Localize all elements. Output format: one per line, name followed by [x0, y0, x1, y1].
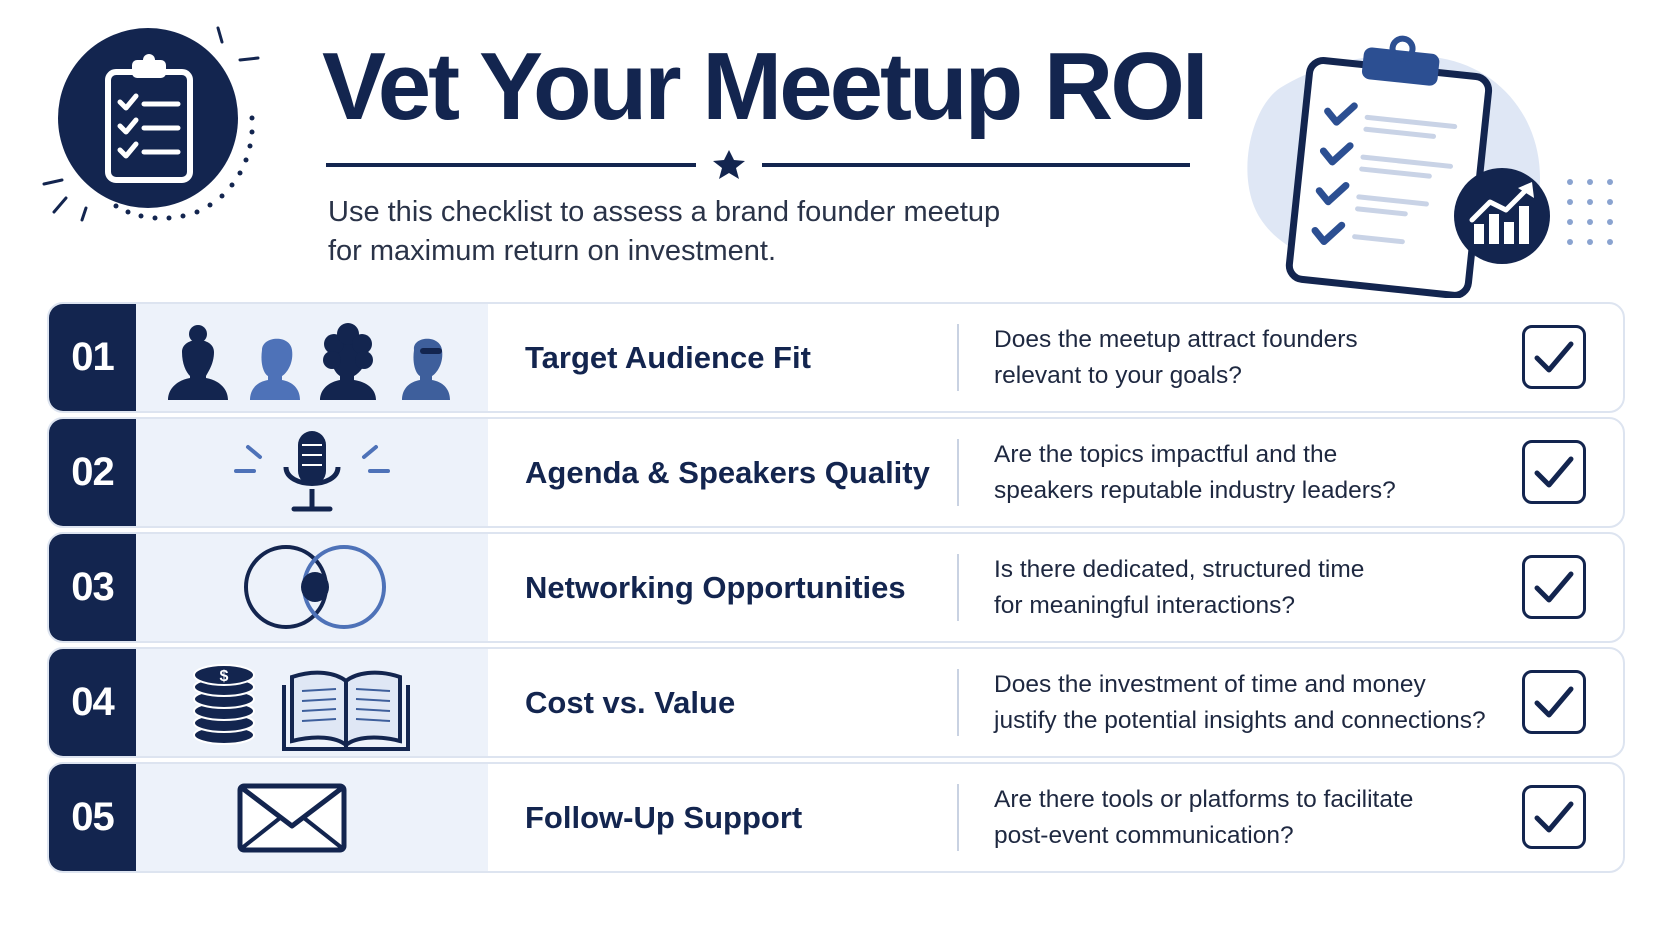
criterion-label: Networking Opportunities: [525, 569, 906, 605]
clipboard-logo-icon: [40, 20, 280, 250]
checklist-row: 04 $: [47, 647, 1625, 758]
checkmark-icon: [1534, 801, 1574, 833]
row-divider: [957, 324, 959, 391]
envelope-icon: [136, 764, 488, 871]
svg-text:$: $: [220, 668, 229, 685]
row-divider: [957, 554, 959, 621]
checkbox-checked[interactable]: [1522, 555, 1586, 619]
checklist-row: 02 Agenda & Speakers Quality Are the top…: [47, 417, 1625, 528]
checkmark-icon: [1534, 341, 1574, 373]
coin-stack-icon: [193, 664, 255, 745]
open-book-icon: [282, 670, 410, 751]
checkmark-icon: [1534, 686, 1574, 718]
row-divider: [957, 669, 959, 736]
criterion-description: Are there tools or platforms to facilita…: [994, 785, 1414, 849]
venn-diagram-icon: [136, 534, 488, 641]
star-icon: [713, 150, 745, 179]
clipboard-chart-illustration: [1240, 28, 1640, 299]
checkbox-checked[interactable]: [1522, 440, 1586, 504]
checkbox-checked[interactable]: [1522, 670, 1586, 734]
title-divider: [326, 150, 1190, 180]
row-divider: [957, 784, 959, 851]
checkbox-checked[interactable]: [1522, 785, 1586, 849]
coins-and-book-icon: $: [136, 649, 488, 756]
microphone-icon: [136, 419, 488, 526]
criterion-label: Cost vs. Value: [525, 684, 736, 720]
row-number: 02: [49, 419, 136, 526]
checklist-row: 01 Target Audience Fit: [47, 302, 1625, 413]
checkbox-checked[interactable]: [1522, 325, 1586, 389]
page-subtitle: Use this checklist to assess a brand fou…: [328, 196, 1001, 267]
checklist-row: 05 Follow-Up Support Are there tools or …: [47, 762, 1625, 873]
row-number: 04: [49, 649, 136, 756]
people-icon: [136, 304, 488, 411]
checkmark-icon: [1534, 571, 1574, 603]
checkmark-icon: [1534, 456, 1574, 488]
page-title: Vet Your Meetup ROI: [322, 33, 1209, 140]
row-number: 03: [49, 534, 136, 641]
row-divider: [957, 439, 959, 506]
checklist-row: 03 Networking Opportunities Is there ded…: [47, 532, 1625, 643]
criterion-label: Target Audience Fit: [525, 339, 811, 375]
criterion-label: Agenda & Speakers Quality: [525, 454, 930, 490]
criterion-label: Follow-Up Support: [525, 799, 803, 835]
row-number: 05: [49, 764, 136, 871]
row-number: 01: [49, 304, 136, 411]
